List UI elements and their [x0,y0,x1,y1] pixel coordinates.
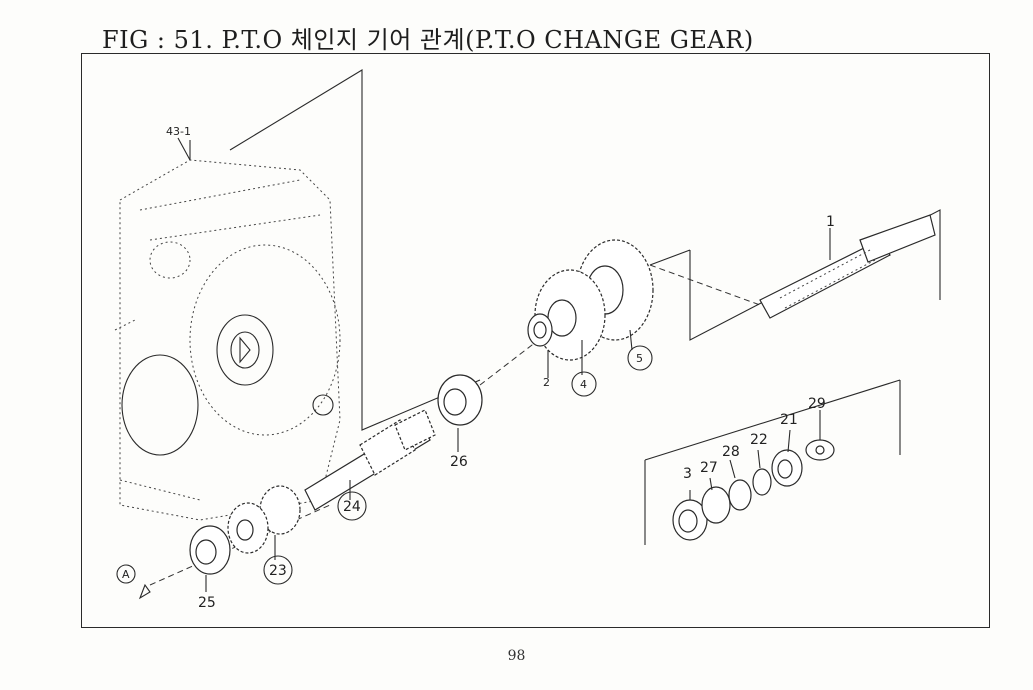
label-29: 29 [808,396,826,412]
label-21: 21 [780,412,798,428]
diagram-frame [81,53,990,628]
label-5: 5 [636,352,643,365]
label-26: 26 [450,454,468,470]
label-22: 22 [750,432,768,448]
page-number: 98 [507,648,526,664]
label-43-1: 43-1 [166,125,191,138]
label-3: 3 [683,466,692,482]
label-28: 28 [722,444,740,460]
label-2: 2 [543,376,550,389]
part-23-gear [227,485,301,554]
reference-a-marker [116,564,136,584]
part-2-collar [527,313,553,347]
label-27: 27 [700,460,718,476]
label-25: 25 [198,595,216,611]
label-4-circle [571,371,597,397]
arrow-icon [138,583,151,600]
subassembly-parts [672,439,835,541]
label-5-circle [627,345,653,371]
housing-43-1 [114,69,363,521]
label-24: 24 [343,499,361,515]
label-24-circle [337,491,367,521]
label-a: A [122,568,130,581]
part-24-shaft [304,409,436,511]
label-1: 1 [826,214,835,230]
part-1-pto-shaft [759,214,936,319]
part-26-bearing [437,374,483,426]
part-25-bearing [189,525,231,575]
label-23-circle [263,555,293,585]
figure-title: FIG : 51. P.T.O 체인지 기어 관계(P.T.O CHANGE G… [102,26,754,54]
label-23: 23 [269,563,287,579]
label-4: 4 [580,378,587,391]
part-4-gear [534,269,606,361]
